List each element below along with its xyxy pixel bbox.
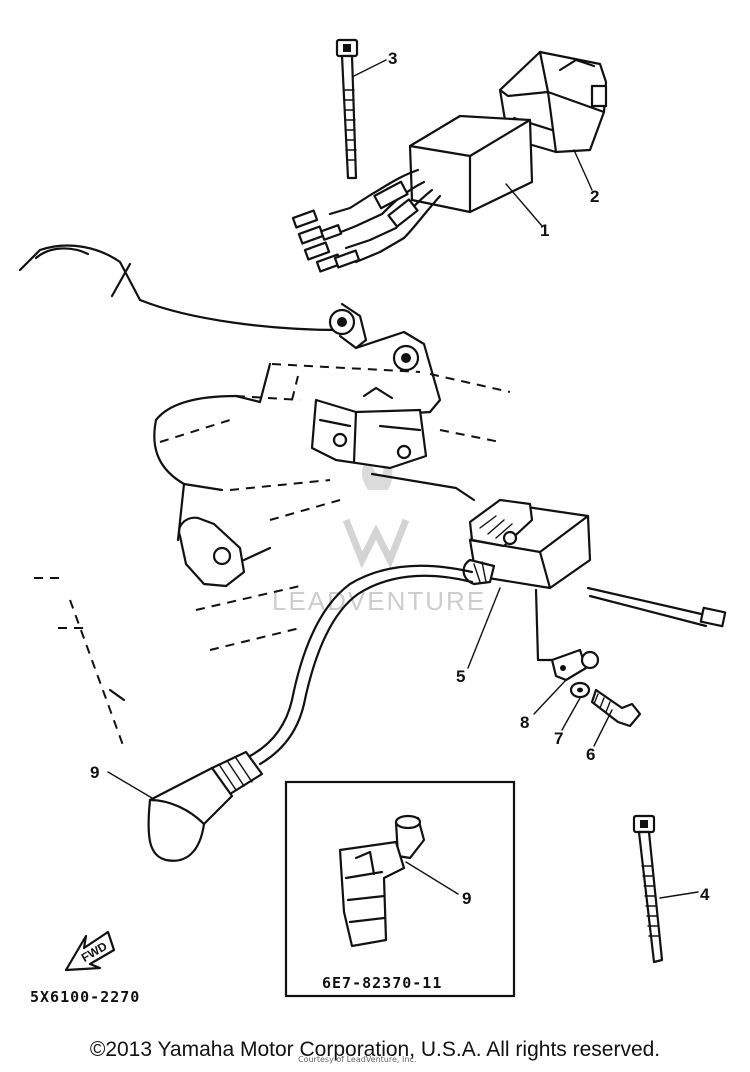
- watermark-text: LEADVENTURE: [272, 586, 486, 616]
- fwd-arrow-icon: FWD: [64, 930, 116, 972]
- bolt-part-6: [590, 688, 642, 728]
- callout-4: 4: [700, 885, 710, 904]
- cable-tie-part-3: [335, 38, 359, 180]
- ignition-coil-part-5: [370, 472, 727, 628]
- callout-9: 9: [90, 763, 99, 782]
- watermark: LEADVENTURE Courtesy of LeadVenture, Inc…: [272, 454, 486, 1064]
- cable-tie-part-4: [632, 814, 664, 964]
- spark-plug-cap-part-9: [147, 564, 474, 862]
- callout-7: 7: [554, 729, 563, 748]
- watermark-small-text: Courtesy of LeadVenture, Inc.: [298, 1055, 416, 1064]
- inset-plug-cap-part-9: [338, 814, 426, 948]
- callout-3: 3: [388, 49, 397, 68]
- callout-1: 1: [540, 221, 549, 240]
- callout-2: 2: [590, 187, 599, 206]
- callout-8: 8: [520, 713, 529, 732]
- leader-lines: [107, 59, 699, 899]
- callout-labels: 3 1 2 5 6 7 8 9 9 4: [90, 49, 710, 908]
- callout-9-inset: 9: [462, 889, 471, 908]
- callout-5: 5: [456, 667, 465, 686]
- callout-6: 6: [586, 745, 595, 764]
- inset-part-number: 6E7-82370-11: [322, 974, 442, 992]
- engine-outline: [18, 244, 511, 749]
- copyright-footer: ©2013 Yamaha Motor Corporation, U.S.A. A…: [89, 1038, 661, 1061]
- cdi-unit-part-1: [291, 114, 534, 273]
- washer-part-7: [569, 681, 591, 699]
- inset-box: 6E7-82370-11: [284, 780, 516, 998]
- ground-terminal-part-8: [534, 588, 600, 682]
- diagram-code: 5X6100-2270: [30, 988, 140, 1006]
